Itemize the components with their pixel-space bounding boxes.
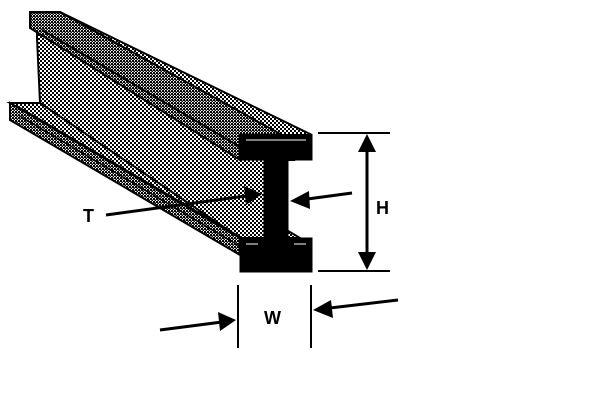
width-arrow-left	[218, 312, 236, 331]
groove-line	[41, 29, 263, 161]
thickness-dimension: T	[83, 186, 353, 226]
height-dimension: H	[318, 132, 390, 272]
width-arrow-right	[313, 300, 333, 318]
groove-line	[17, 114, 244, 249]
height-arrow-bottom	[358, 252, 376, 270]
thickness-arrow-left	[244, 186, 262, 205]
width-dimension: W	[159, 285, 399, 348]
thickness-label: T	[83, 206, 94, 226]
groove-line	[19, 107, 246, 241]
height-arrow-top	[358, 134, 376, 152]
thickness-arrow-right	[290, 191, 310, 209]
i-beam-cross-section	[239, 134, 313, 273]
height-label: H	[376, 198, 389, 218]
width-label: W	[264, 308, 281, 328]
